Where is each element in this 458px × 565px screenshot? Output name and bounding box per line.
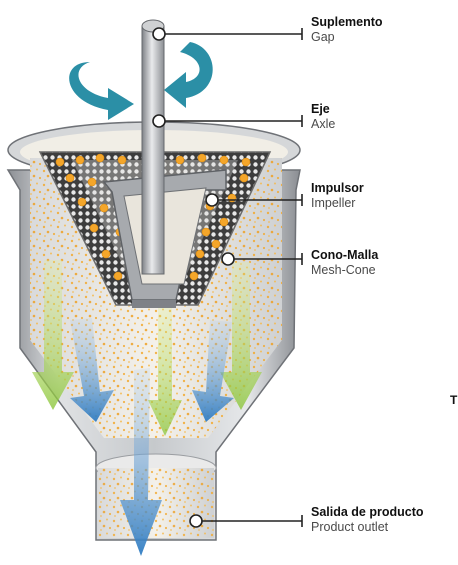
label-product-outlet-es: Salida de producto xyxy=(311,505,424,520)
label-gap: Suplemento Gap xyxy=(311,15,383,45)
rotation-arrows-icon xyxy=(69,42,213,120)
label-impeller: Impulsor Impeller xyxy=(311,181,364,211)
label-gap-es: Suplemento xyxy=(311,15,383,30)
label-product-outlet-en: Product outlet xyxy=(311,520,424,535)
edge-text: T xyxy=(450,393,457,407)
label-mesh-cone-es: Cono-Malla xyxy=(311,248,378,263)
label-impeller-en: Impeller xyxy=(311,196,364,211)
label-product-outlet: Salida de producto Product outlet xyxy=(311,505,424,535)
label-axle: Eje Axle xyxy=(311,102,335,132)
label-impeller-es: Impulsor xyxy=(311,181,364,196)
label-axle-es: Eje xyxy=(311,102,335,117)
label-mesh-cone: Cono-Malla Mesh-Cone xyxy=(311,248,378,278)
label-mesh-cone-en: Mesh-Cone xyxy=(311,263,378,278)
label-axle-en: Axle xyxy=(311,117,335,132)
shaft xyxy=(142,20,164,274)
label-gap-en: Gap xyxy=(311,30,383,45)
